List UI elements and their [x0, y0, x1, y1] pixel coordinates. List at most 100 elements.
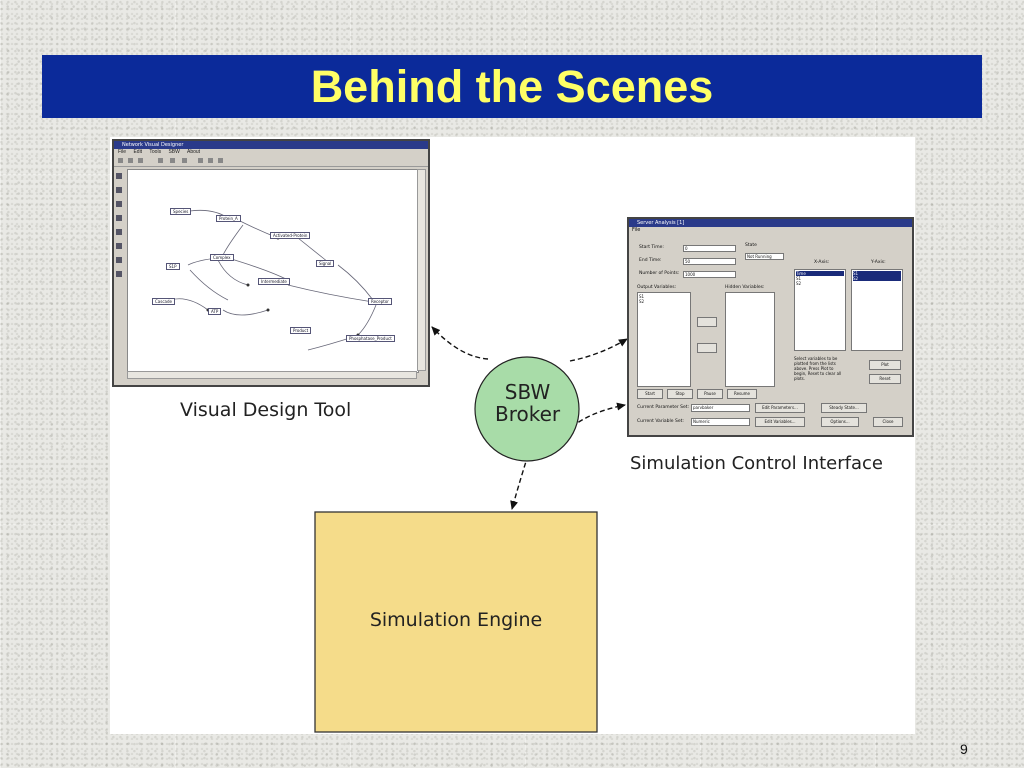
vdt-vertical-scrollbar[interactable] — [417, 169, 426, 371]
vdt-menu-edit[interactable]: Edit — [133, 149, 143, 155]
link-tool-icon[interactable] — [116, 215, 122, 221]
flag-tool-icon[interactable] — [116, 271, 122, 277]
visual-design-tool-window: Network Visual Designer File Edit Tools … — [112, 139, 430, 387]
edit-parameters-button[interactable]: Edit Parameters... — [755, 403, 805, 413]
reaction-tool-icon[interactable] — [116, 187, 122, 193]
title-banner: Behind the Scenes — [42, 55, 982, 118]
modifier-tool-icon[interactable] — [116, 229, 122, 235]
compartment-tool-icon[interactable] — [116, 243, 122, 249]
start-time-field[interactable]: 0 — [683, 245, 736, 252]
output-variables-label: Output Variables: — [637, 285, 677, 290]
select-tool-icon[interactable] — [116, 173, 122, 179]
slide-title: Behind the Scenes — [310, 60, 714, 112]
vdt-titlebar: Network Visual Designer — [114, 141, 428, 149]
copy-icon[interactable] — [170, 158, 175, 163]
move-right-button[interactable] — [697, 317, 717, 327]
list-item[interactable]: S2 — [853, 276, 901, 281]
network-node[interactable]: Phosphatase_Product — [346, 335, 395, 342]
options-button[interactable]: Options... — [821, 417, 859, 427]
network-node[interactable]: Protein_A — [216, 215, 241, 222]
vdt-menu-file[interactable]: File — [118, 149, 127, 155]
list-item[interactable]: S1 — [853, 271, 901, 276]
simulation-engine-label: Simulation Engine — [369, 609, 543, 631]
visual-design-tool-label: Visual Design Tool — [180, 399, 352, 421]
network-node[interactable]: Complex — [210, 254, 234, 261]
simulation-engine-box — [314, 511, 598, 733]
plot-instructions: Select variables to be plotted from the … — [794, 356, 842, 381]
end-time-label: End Time: — [639, 258, 662, 263]
diagram-canvas: SBW Broker Simulation Engine Network Vis… — [110, 137, 915, 734]
sbw-broker-circle — [474, 356, 580, 462]
connector-broker-to-control-lower — [571, 402, 626, 428]
connector-broker-to-engine — [510, 454, 529, 510]
move-left-button[interactable] — [697, 343, 717, 353]
current-param-set-label: Current Parameter Set: — [637, 405, 690, 410]
end-time-field[interactable]: 50 — [683, 258, 736, 265]
network-node[interactable]: S1P — [166, 263, 180, 270]
steady-state-button[interactable]: Steady State... — [821, 403, 867, 413]
network-node[interactable]: Product — [290, 327, 312, 334]
y-axis-label: Y-Axis: — [871, 260, 886, 265]
state-label: State — [745, 243, 757, 248]
zoom-icon[interactable] — [208, 158, 213, 163]
vdt-menubar: File Edit Tools SBW About — [114, 149, 428, 156]
connector-broker-to-control-upper — [569, 338, 628, 362]
save-icon[interactable] — [138, 158, 143, 163]
reset-button[interactable]: Reset — [869, 374, 901, 384]
vdt-menu-tools[interactable]: Tools — [149, 149, 162, 155]
pause-button[interactable]: Pause — [697, 389, 723, 399]
start-button[interactable]: Start — [637, 389, 663, 399]
broker-label-line2: Broker — [495, 402, 561, 426]
cut-icon[interactable] — [158, 158, 163, 163]
vdt-menu-about[interactable]: About — [186, 149, 201, 155]
vdt-network-canvas[interactable]: Species Protein_A Activated-Protein Comp… — [127, 169, 419, 373]
hidden-variables-label: Hidden Variables: — [725, 285, 765, 290]
edit-variables-button[interactable]: Edit Variables... — [755, 417, 805, 427]
new-file-icon[interactable] — [118, 158, 123, 163]
vdt-tool-palette — [116, 169, 124, 379]
state-field: Not Running — [745, 253, 784, 260]
plot-button[interactable]: Plot — [869, 360, 901, 370]
resume-button[interactable]: Resume — [727, 389, 757, 399]
list-item[interactable]: S2 — [796, 281, 802, 286]
pencil-icon[interactable] — [218, 158, 223, 163]
network-node[interactable]: Cascade — [152, 298, 175, 305]
num-points-label: Number of Points: — [639, 271, 680, 276]
list-item[interactable]: S2 — [639, 299, 645, 304]
stop-button[interactable]: Stop — [667, 389, 693, 399]
network-node[interactable]: Intermediate — [258, 278, 290, 285]
page-number: 9 — [960, 741, 968, 757]
num-points-field[interactable]: 1000 — [683, 271, 736, 278]
diagram-svg — [314, 326, 628, 733]
sci-menu-file[interactable]: File — [632, 227, 641, 233]
network-node[interactable]: Species — [170, 208, 192, 215]
network-node[interactable]: ATP — [208, 308, 222, 315]
list-item[interactable]: S1 — [639, 294, 645, 299]
y-axis-list[interactable]: S1 S2 — [851, 269, 903, 351]
species-tool-icon[interactable] — [116, 201, 122, 207]
current-param-set-select[interactable]: parvbaker — [691, 404, 750, 412]
vdt-toolbar — [114, 156, 428, 167]
start-time-label: Start Time: — [639, 245, 664, 250]
pointer-icon[interactable] — [198, 158, 203, 163]
network-node[interactable]: Receptor — [368, 298, 392, 305]
vdt-menu-sbw[interactable]: SBW — [168, 149, 180, 155]
x-axis-list[interactable]: Time S1 S2 — [794, 269, 846, 351]
paste-icon[interactable] — [182, 158, 187, 163]
close-button[interactable]: Close — [873, 417, 903, 427]
current-variable-set-select[interactable]: Numeric — [691, 418, 750, 426]
simulation-control-label: Simulation Control Interface — [630, 453, 883, 474]
network-node[interactable]: Signal — [316, 260, 335, 267]
x-axis-label: X-Axis: — [814, 260, 830, 265]
open-folder-icon[interactable] — [128, 158, 133, 163]
list-item[interactable]: S1 — [796, 276, 802, 281]
vdt-horizontal-scrollbar[interactable] — [127, 371, 417, 379]
list-item[interactable]: Time — [796, 271, 844, 276]
broker-label-line1: SBW — [504, 380, 551, 404]
output-variables-list[interactable]: S1 S2 — [637, 292, 691, 387]
hidden-variables-list[interactable] — [725, 292, 775, 387]
network-node[interactable]: Activated-Protein — [270, 232, 311, 239]
simulation-control-window: Server Analysis [1] File Start Time: 0 E… — [627, 217, 914, 437]
current-variable-set-label: Current Variable Set: — [637, 419, 684, 424]
text-tool-icon[interactable] — [116, 257, 122, 263]
